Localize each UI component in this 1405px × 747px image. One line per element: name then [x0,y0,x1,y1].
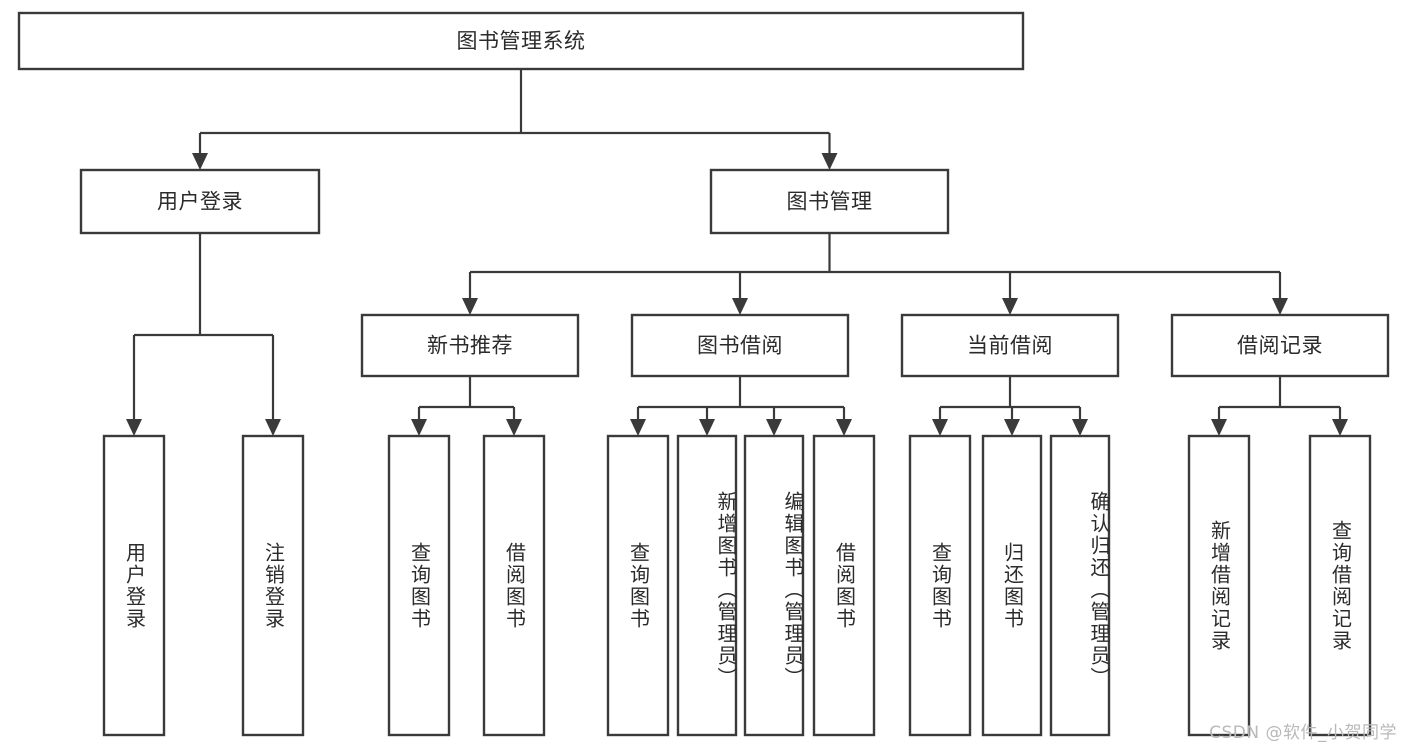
node-borrow-record[interactable]: 借阅记录 [1170,313,1390,378]
node-leaf-borrow-book-1-rect[interactable] [482,434,546,737]
node-leaf-query-book-3[interactable] [908,434,972,737]
node-book-borrow-label: 图书借阅 [697,334,783,358]
node-borrow-record-rect[interactable] [1170,313,1390,378]
edge-to-leaf-query-borrow-record-arrowhead [1332,419,1348,436]
node-new-book-recommend-rect[interactable] [360,313,580,378]
node-leaf-edit-book-admin-rect[interactable] [743,434,805,737]
edge-to-user-login-arrowhead [192,153,208,170]
node-user-login-rect[interactable] [79,168,321,235]
node-leaf-user-login-rect[interactable] [102,434,166,737]
edge-to-current-borrow-arrowhead [1002,298,1018,315]
node-book-manage-rect[interactable] [709,168,950,235]
node-root[interactable]: 图书管理系统 [17,11,1025,71]
edge-to-leaf-user-login-arrowhead [126,419,142,436]
node-leaf-query-book-1-rect[interactable] [387,434,451,737]
node-new-book-recommend[interactable]: 新书推荐 [360,313,580,378]
node-leaf-borrow-book-2-rect[interactable] [812,434,876,737]
node-borrow-record-label: 借阅记录 [1237,334,1323,358]
node-leaf-confirm-return-admin[interactable] [1049,434,1111,737]
node-leaf-add-borrow-record-rect[interactable] [1187,434,1251,737]
node-new-book-recommend-label: 新书推荐 [427,334,513,358]
node-leaf-query-book-2-rect[interactable] [606,434,670,737]
node-current-borrow-label: 当前借阅 [967,334,1053,358]
node-leaf-query-borrow-record-rect[interactable] [1308,434,1372,737]
edge-to-leaf-logout-arrowhead [265,419,281,436]
node-leaf-logout[interactable] [241,434,305,737]
node-user-login-label: 用户登录 [157,190,243,214]
node-leaf-edit-book-admin[interactable] [743,434,805,737]
connector-layer [126,69,1348,436]
edge-to-leaf-query-book-1-arrowhead [411,419,427,436]
node-leaf-query-book-2[interactable] [606,434,670,737]
node-root-label: 图书管理系统 [457,29,586,53]
edge-to-leaf-add-book-admin-arrowhead [699,419,715,436]
node-book-borrow[interactable]: 图书借阅 [630,313,850,378]
edge-to-borrow-record-arrowhead [1272,298,1288,315]
edge-to-leaf-edit-book-admin-arrowhead [766,419,782,436]
node-leaf-return-book-rect[interactable] [981,434,1043,737]
node-leaf-add-book-admin[interactable] [676,434,738,737]
edge-to-leaf-borrow-book-2-arrowhead [836,419,852,436]
node-leaf-user-login[interactable] [102,434,166,737]
watermark-text: CSDN @软件_小贺同学 [1209,723,1397,743]
edge-to-book-manage-arrowhead [821,153,838,170]
node-current-borrow[interactable]: 当前借阅 [900,313,1120,378]
node-leaf-borrow-book-1[interactable] [482,434,546,737]
edge-to-book-borrow-arrowhead [732,298,748,315]
node-root-rect[interactable] [17,11,1025,71]
node-book-manage[interactable]: 图书管理 [709,168,950,235]
edge-to-leaf-query-book-2-arrowhead [630,419,646,436]
node-leaf-add-borrow-record[interactable] [1187,434,1251,737]
edge-to-leaf-borrow-book-1-arrowhead [506,419,522,436]
node-leaf-add-book-admin-rect[interactable] [676,434,738,737]
node-book-manage-label: 图书管理 [787,190,873,214]
edge-to-leaf-return-book-arrowhead [1004,419,1020,436]
node-leaf-query-book-1[interactable] [387,434,451,737]
node-leaf-return-book[interactable] [981,434,1043,737]
edge-to-leaf-add-borrow-record-arrowhead [1211,419,1227,436]
edge-to-new-book-recommend-arrowhead [462,298,478,315]
node-leaf-logout-rect[interactable] [241,434,305,737]
node-leaf-query-borrow-record[interactable] [1308,434,1372,737]
edge-to-leaf-query-book-3-arrowhead [932,419,948,436]
node-leaf-confirm-return-admin-rect[interactable] [1049,434,1111,737]
node-leaf-query-book-3-rect[interactable] [908,434,972,737]
node-current-borrow-rect[interactable] [900,313,1120,378]
node-user-login[interactable]: 用户登录 [79,168,321,235]
node-leaf-borrow-book-2[interactable] [812,434,876,737]
node-book-borrow-rect[interactable] [630,313,850,378]
edge-to-leaf-confirm-return-admin-arrowhead [1072,419,1088,436]
